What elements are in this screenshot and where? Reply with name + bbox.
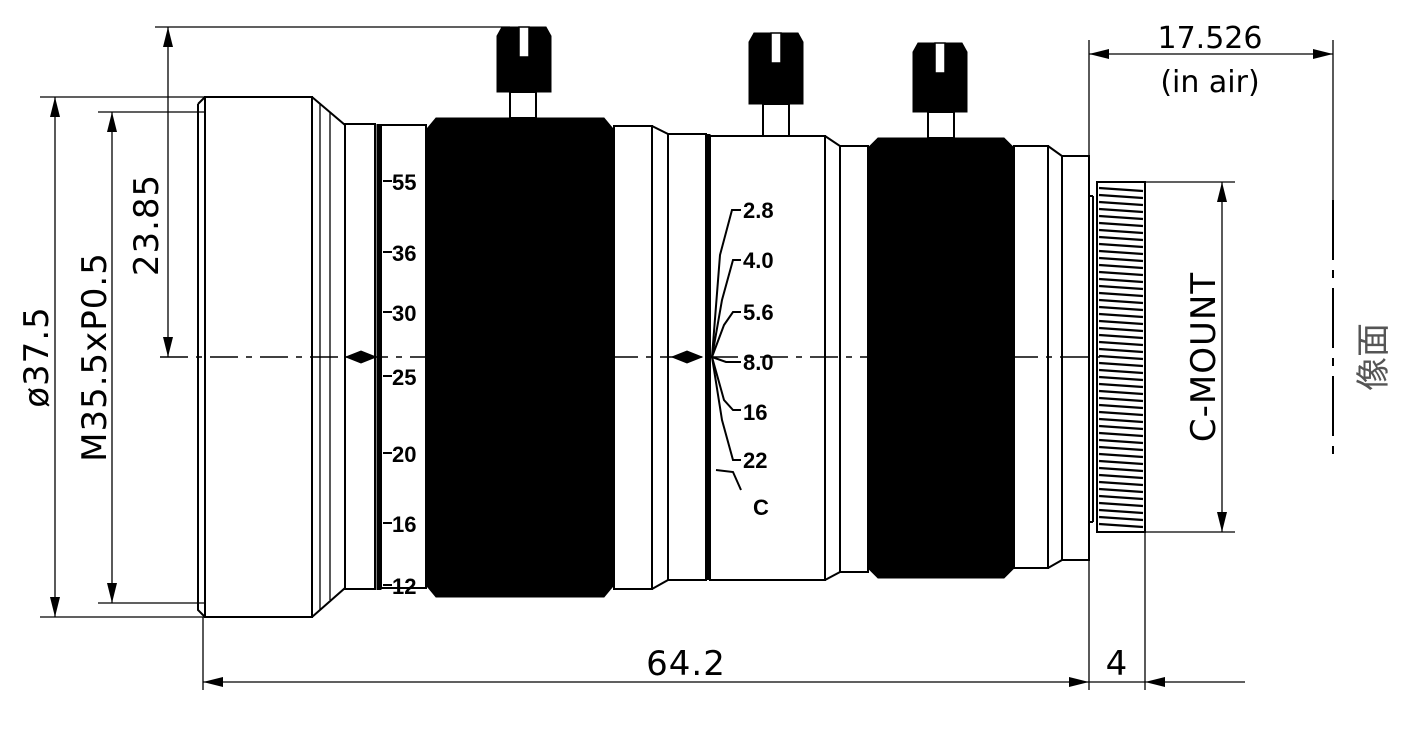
- thread-ridge: [1098, 291, 1144, 298]
- thread-ridge: [1098, 193, 1144, 200]
- thread-ridge: [1098, 382, 1144, 389]
- thread-ridge: [1098, 186, 1144, 193]
- dimension-height: 23.85: [127, 26, 510, 357]
- lock-screw-3: [912, 42, 968, 139]
- thread-ridge: [1098, 459, 1144, 466]
- aperture-mark-22: 22: [743, 448, 767, 473]
- thread-ridge: [1098, 277, 1144, 284]
- thread-ridge: [1098, 263, 1144, 270]
- thread-ridge: [1098, 340, 1144, 347]
- aperture-mark-c: C: [753, 495, 769, 520]
- diameter-label: ø37.5: [17, 306, 57, 408]
- thread-ridge: [1098, 438, 1144, 445]
- lock-screw-2: [748, 32, 804, 137]
- thread-ridge: [1098, 473, 1144, 480]
- thread-ridge: [1098, 242, 1144, 249]
- image-plane: 像面: [1332, 200, 1394, 455]
- aperture-mark-8-0: 8.0: [743, 350, 774, 375]
- height-label: 23.85: [127, 174, 167, 276]
- index-marker-aperture: [670, 350, 704, 364]
- aperture-mark-5-6: 5.6: [743, 300, 774, 325]
- aperture-ring: [867, 137, 1015, 579]
- thread-ridge: [1098, 221, 1144, 228]
- dimension-mount-length: 4: [1089, 532, 1245, 690]
- thread-ridge: [1098, 445, 1144, 452]
- thread-ridge: [1098, 207, 1144, 214]
- thread-ridge: [1098, 515, 1144, 522]
- dimension-total-length: 64.2: [202, 560, 1090, 690]
- thread-ridge: [1098, 487, 1144, 494]
- focus-mark-36: 36: [392, 241, 416, 266]
- thread-ridge: [1098, 333, 1144, 340]
- thread-ridge: [1098, 494, 1144, 501]
- thread-ridge: [1098, 452, 1144, 459]
- thread-ridge: [1098, 326, 1144, 333]
- focus-mark-25: 25: [392, 365, 416, 390]
- thread-ridge: [1098, 319, 1144, 326]
- thread-ridge: [1098, 501, 1144, 508]
- thread-ridge: [1098, 354, 1144, 361]
- aperture-mark-2-8: 2.8: [743, 198, 774, 223]
- focus-mark-55: 55: [392, 170, 416, 195]
- thread-ridge: [1098, 256, 1144, 263]
- thread-ridge: [1098, 431, 1144, 438]
- thread-ridge: [1098, 480, 1144, 487]
- thread-ridge: [1098, 235, 1144, 242]
- aperture-mark-4-0: 4.0: [743, 248, 774, 273]
- dimension-diameter: ø37.5: [17, 96, 205, 618]
- thread-ridge: [1098, 312, 1144, 319]
- index-marker-focus: [344, 350, 378, 364]
- thread-ridge: [1098, 403, 1144, 410]
- mount-length-label: 4: [1106, 644, 1129, 684]
- dimension-c-mount: C-MOUNT: [1145, 181, 1235, 533]
- back-focal-note: (in air): [1160, 65, 1259, 100]
- thread-label: M35.5xP0.5: [75, 252, 115, 462]
- focus-mark-30: 30: [392, 301, 416, 326]
- aperture-scale: 2.8 4.0 5.6 8.0 16 22 C: [711, 198, 774, 520]
- thread-ridge: [1098, 284, 1144, 291]
- dimension-back-focal: 17.526 (in air): [1088, 21, 1334, 200]
- thread-ridge: [1098, 522, 1144, 529]
- thread-ridge: [1098, 200, 1144, 207]
- focus-scale: 55 36 30 25 20 16 12: [383, 170, 416, 599]
- thread-ridge: [1098, 298, 1144, 305]
- thread-ridge: [1098, 249, 1144, 256]
- image-plane-label: 像面: [1354, 323, 1394, 391]
- c-mount-label: C-MOUNT: [1184, 272, 1224, 442]
- focus-mark-20: 20: [392, 442, 416, 467]
- thread-ridge: [1098, 270, 1144, 277]
- thread-ridge: [1098, 361, 1144, 368]
- lock-screw-1: [496, 26, 552, 119]
- thread-ridge: [1098, 410, 1144, 417]
- back-focal-label: 17.526: [1158, 21, 1263, 56]
- thread-ridge: [1098, 347, 1144, 354]
- thread-ridge: [1098, 214, 1144, 221]
- aperture-mark-16: 16: [743, 400, 767, 425]
- dimension-thread: M35.5xP0.5: [75, 111, 205, 604]
- focus-mark-12: 12: [392, 574, 416, 599]
- thread-ridge: [1098, 368, 1144, 375]
- thread-ridge: [1098, 305, 1144, 312]
- thread-ridge: [1098, 396, 1144, 403]
- thread-ridge: [1098, 417, 1144, 424]
- thread-lines: [1098, 186, 1144, 529]
- thread-ridge: [1098, 375, 1144, 382]
- focus-mark-16: 16: [392, 512, 416, 537]
- total-length-label: 64.2: [646, 644, 726, 684]
- thread-ridge: [1098, 466, 1144, 473]
- thread-ridge: [1098, 508, 1144, 515]
- thread-ridge: [1098, 424, 1144, 431]
- thread-ridge: [1098, 228, 1144, 235]
- thread-ridge: [1098, 389, 1144, 396]
